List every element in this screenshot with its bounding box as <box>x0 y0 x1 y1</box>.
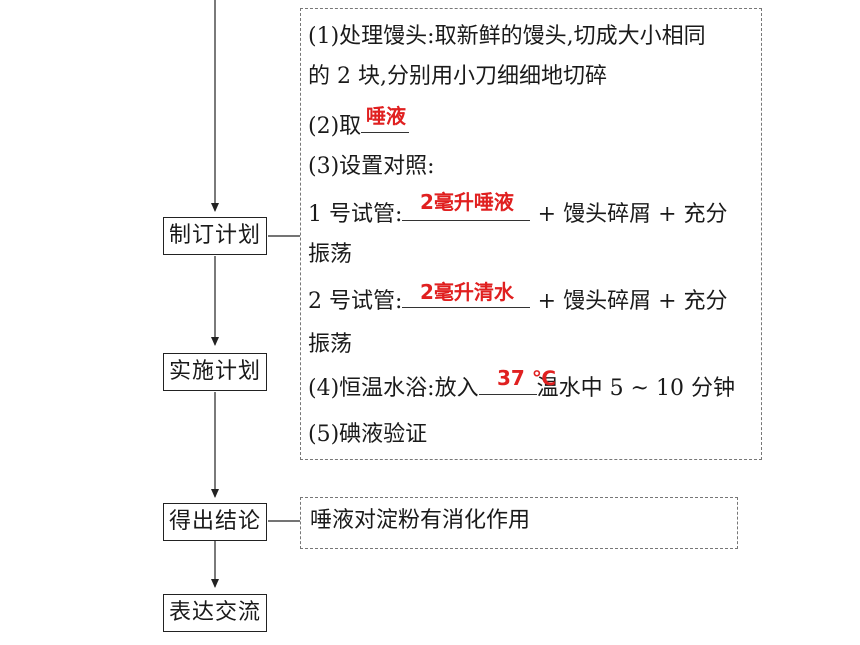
answer-temperature: 37 ℃ <box>497 366 557 390</box>
tube1-prefix: 1 号试管: <box>308 202 403 227</box>
step2-line: (2)取 <box>308 112 410 142</box>
tube1-continuation: 振荡 <box>308 242 353 267</box>
step5-line: (5)碘液验证 <box>308 422 428 447</box>
step4-line: (4)恒温水浴:放入 温水中 5 ~ 10 分钟 <box>308 374 735 404</box>
step-plan: 制订计划 <box>163 217 267 255</box>
tube2-continuation: 振荡 <box>308 332 353 357</box>
step4-suffix: 温水中 5 ~ 10 分钟 <box>536 376 735 401</box>
step-implement: 实施计划 <box>163 353 267 391</box>
step3-title: (3)设置对照: <box>308 154 435 179</box>
tube1-blank <box>402 220 531 221</box>
tube1-suffix: + 馒头碎屑 + 充分 <box>537 202 728 227</box>
conclusion-text: 唾液对淀粉有消化作用 <box>310 508 531 533</box>
step1-line2: 的 2 块,分别用小刀细细地切碎 <box>308 64 607 89</box>
tube2-line: 2 号试管: + 馒头碎屑 + 充分 <box>308 287 728 317</box>
step2-prefix: (2)取 <box>308 114 362 139</box>
step-conclusion: 得出结论 <box>163 503 267 541</box>
answer-saliva: 唾液 <box>366 104 406 128</box>
tube2-blank <box>402 307 531 308</box>
tube2-suffix: + 馒头碎屑 + 充分 <box>537 289 728 314</box>
conclusion-box <box>300 497 738 549</box>
temperature-blank <box>478 394 537 395</box>
plan-details-box <box>300 8 762 460</box>
tube1-line: 1 号试管: + 馒头碎屑 + 充分 <box>308 200 728 230</box>
saliva-blank <box>361 132 410 133</box>
answer-tube1: 2毫升唾液 <box>420 190 514 214</box>
step4-prefix: (4)恒温水浴:放入 <box>308 376 479 401</box>
answer-tube2: 2毫升清水 <box>420 280 514 304</box>
tube2-prefix: 2 号试管: <box>308 289 403 314</box>
step-communicate: 表达交流 <box>163 594 267 632</box>
step1-line1: (1)处理馒头:取新鲜的馒头,切成大小相同 <box>308 24 706 49</box>
